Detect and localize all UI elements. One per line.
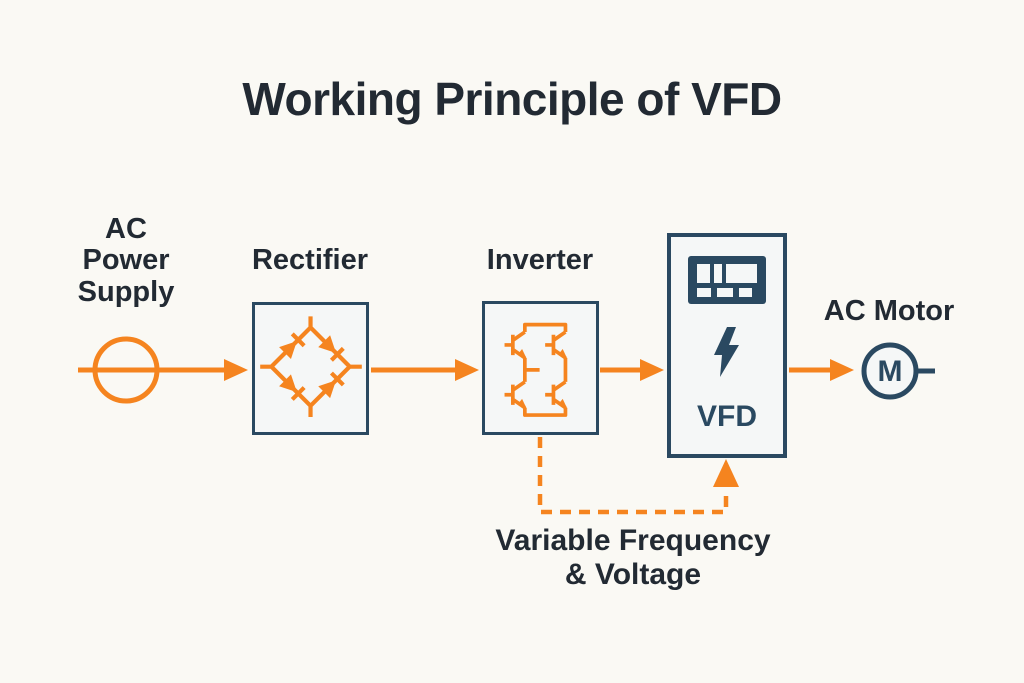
transistor-bridge-icon	[502, 322, 569, 417]
control-panel-icon	[688, 256, 766, 304]
flow-arrow-rectifier-to-inverter	[371, 359, 479, 381]
vfd-box: VFD	[667, 233, 787, 458]
rectifier-box	[252, 302, 369, 435]
page-title: Working Principle of VFD	[242, 73, 782, 125]
vfd-label: VFD	[697, 400, 757, 433]
inverter-box	[482, 301, 599, 435]
inverter-label: Inverter	[486, 244, 594, 276]
dashed-feedback-arrow-icon	[537, 437, 739, 515]
flow-arrow-supply-to-rectifier	[78, 359, 248, 381]
feedback-label: Variable Frequency & Voltage	[495, 524, 771, 591]
ac-supply-label: AC Power Supply	[77, 213, 175, 308]
diode-bridge-icon	[259, 315, 362, 417]
lightning-bolt-icon	[714, 327, 739, 377]
motor-letter: M	[877, 355, 903, 388]
flow-arrow-vfd-to-motor	[789, 359, 854, 381]
ac-motor-label: AC Motor	[823, 295, 955, 327]
rectifier-label: Rectifier	[251, 244, 369, 276]
motor-icon	[861, 342, 935, 400]
flow-arrow-inverter-to-vfd	[600, 359, 664, 381]
ac-source-icon	[92, 336, 160, 404]
